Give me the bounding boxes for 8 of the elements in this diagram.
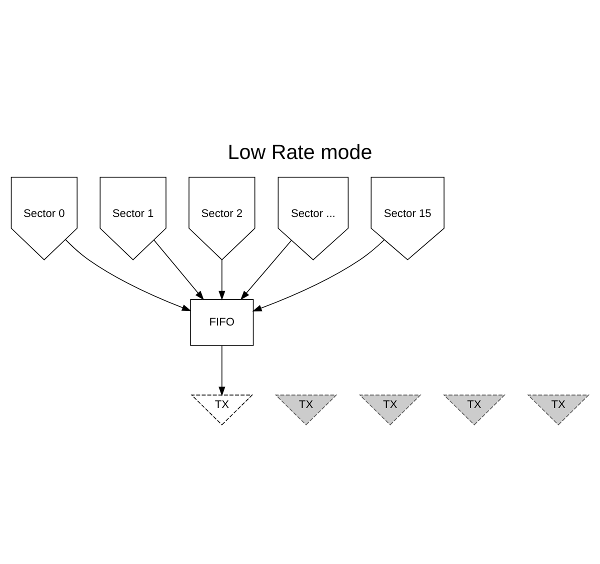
arrow	[218, 345, 226, 396]
arrow	[218, 260, 226, 300]
arrow	[154, 240, 204, 300]
arrow	[240, 240, 292, 300]
node-box: FIFO	[190, 299, 254, 346]
arrow	[65, 239, 192, 312]
arrow	[252, 240, 385, 312]
diagram-title: Low Rate mode	[228, 140, 372, 164]
